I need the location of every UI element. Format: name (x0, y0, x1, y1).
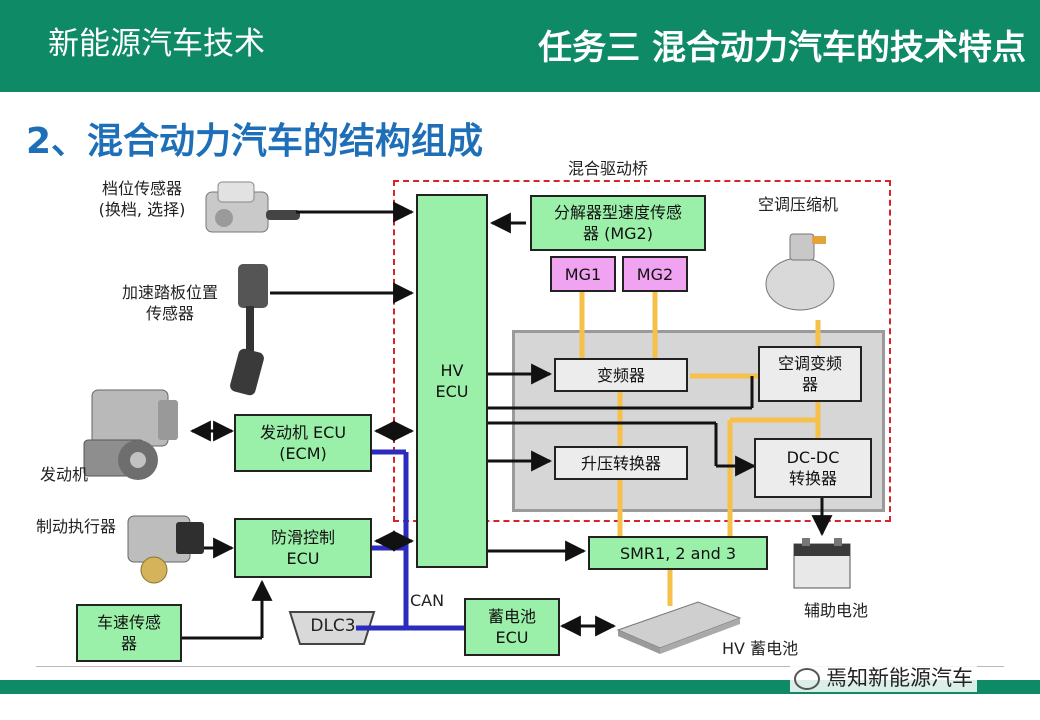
section-title: 2、混合动力汽车的结构组成 (26, 121, 484, 162)
hv-battery-picture (616, 601, 742, 654)
ac-compressor-label: 空调压缩机 (758, 195, 839, 214)
ac-inverter-line2: 器 (801, 375, 818, 394)
ac-compressor-picture (765, 233, 835, 311)
dlc3-connector-picture (288, 611, 376, 645)
ac-inverter-box: 空调变频 器 (758, 346, 862, 402)
battery-ecu-line2: ECU (495, 628, 529, 647)
boost-converter-box: 升压转换器 (554, 446, 688, 480)
shift-position-sensor-label: 档位传感器 (换档, 选择) (84, 178, 200, 220)
speed-sensor-line2: 器 (120, 634, 137, 653)
brake-actuator-picture (127, 515, 204, 584)
smr-box: SMR1, 2 and 3 (588, 536, 768, 570)
mg1-box: MG1 (550, 256, 616, 292)
hv-ecu-line1: HV (440, 361, 464, 380)
shift-sensor-picture (205, 181, 300, 233)
wechat-icon (794, 668, 820, 690)
can-bus-label: CAN (410, 591, 445, 610)
ac-inverter-line1: 空调变频 (777, 354, 842, 373)
watermark: 焉知新能源汽车 (790, 662, 977, 692)
dcdc-line2: 转换器 (788, 469, 837, 488)
hybrid-transaxle-label: 混合驱动桥 (568, 159, 649, 178)
accelerator-pedal-picture (230, 264, 268, 396)
auxiliary-battery-picture (793, 538, 851, 589)
engine-ecu-box: 发动机 ECU (ECM) (234, 414, 372, 472)
inverter-box: 变频器 (554, 358, 688, 392)
battery-ecu-box: 蓄电池 ECU (464, 598, 560, 656)
shift-sensor-label-line2: (换档, 选择) (98, 200, 186, 219)
hv-battery-label: HV 蓄电池 (722, 639, 799, 658)
task-title: 任务三 混合动力汽车的技术特点 (538, 28, 1026, 68)
dlc3-label: DLC3 (310, 616, 356, 636)
course-title: 新能源汽车技术 (48, 26, 265, 62)
engine-label: 发动机 (40, 465, 89, 484)
accel-sensor-label-line2: 传感器 (145, 304, 194, 323)
auxiliary-battery-label: 辅助电池 (804, 601, 869, 620)
battery-ecu-line1: 蓄电池 (487, 607, 536, 626)
mg2-box: MG2 (622, 256, 688, 292)
hv-ecu-line2: ECU (435, 382, 469, 401)
shift-sensor-label-line1: 档位传感器 (101, 179, 182, 198)
resolver-line1: 分解器型速度传感 (553, 203, 682, 222)
watermark-text: 焉知新能源汽车 (826, 666, 973, 690)
resolver-line2: 器 (MG2) (583, 224, 653, 243)
brake-actuator-label: 制动执行器 (36, 517, 117, 536)
skid-ecu-line2: ECU (286, 549, 320, 568)
dcdc-converter-box: DC-DC 转换器 (754, 438, 872, 498)
resolver-sensor-box: 分解器型速度传感 器 (MG2) (530, 195, 706, 251)
skid-ecu-line1: 防滑控制 (270, 528, 335, 547)
skid-control-ecu-box: 防滑控制 ECU (234, 518, 372, 578)
accelerator-sensor-label: 加速踏板位置 传感器 (108, 282, 232, 324)
engine-ecu-line2: (ECM) (279, 444, 327, 463)
engine-picture (83, 389, 178, 480)
hybrid-transaxle-boundary (393, 180, 891, 522)
vehicle-speed-sensor-box: 车速传感 器 (76, 604, 182, 662)
footer-divider (36, 666, 1004, 667)
dcdc-line1: DC-DC (786, 448, 840, 467)
footer-bar (0, 680, 1040, 694)
hv-ecu-box: HV ECU (416, 194, 488, 568)
accel-sensor-label-line1: 加速踏板位置 (121, 283, 218, 302)
header-bar: 新能源汽车技术 任务三 混合动力汽车的技术特点 (0, 0, 1040, 92)
speed-sensor-line1: 车速传感 (96, 613, 161, 632)
engine-ecu-line1: 发动机 ECU (259, 423, 347, 442)
